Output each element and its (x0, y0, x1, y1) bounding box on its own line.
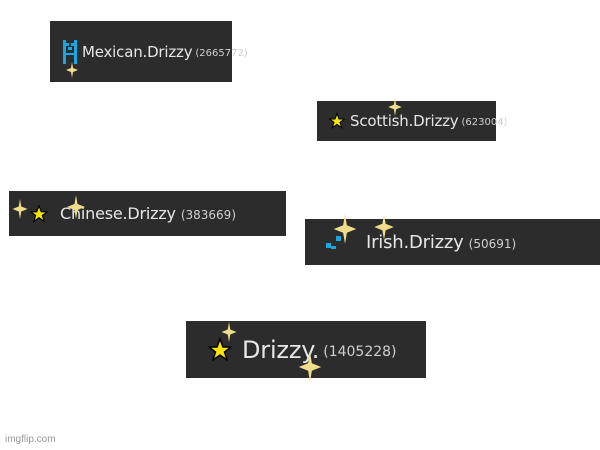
username-tag-scottish: Scottish.Drizzy (623004) (317, 101, 507, 141)
username-tag-chinese: Chinese.Drizzy (383669) (9, 191, 286, 236)
moderator-badge-icon (62, 36, 78, 67)
username-label: Chinese.Drizzy (60, 204, 176, 223)
username-label: Drizzy. (242, 335, 320, 364)
user-score: (2665772) (195, 47, 248, 59)
username-label: Mexican.Drizzy (82, 42, 193, 61)
watermark: imgflip.com (5, 434, 56, 445)
username-tag-irish: Irish.Drizzy (50691) (305, 219, 600, 265)
star-icon (30, 204, 48, 223)
user-score: (1405228) (323, 344, 397, 360)
username-label: Irish.Drizzy (366, 231, 464, 253)
username-label: Scottish.Drizzy (350, 112, 459, 130)
corner-badge-icon (326, 233, 344, 251)
user-score: (623004) (461, 117, 508, 128)
star-icon (208, 335, 232, 365)
user-score: (383669) (180, 207, 236, 222)
username-tag-drizzy: Drizzy. (1405228) (186, 321, 426, 378)
star-icon (329, 112, 345, 130)
username-tag-mexican: Mexican.Drizzy (2665772) (50, 21, 248, 82)
user-score: (50691) (468, 236, 517, 251)
